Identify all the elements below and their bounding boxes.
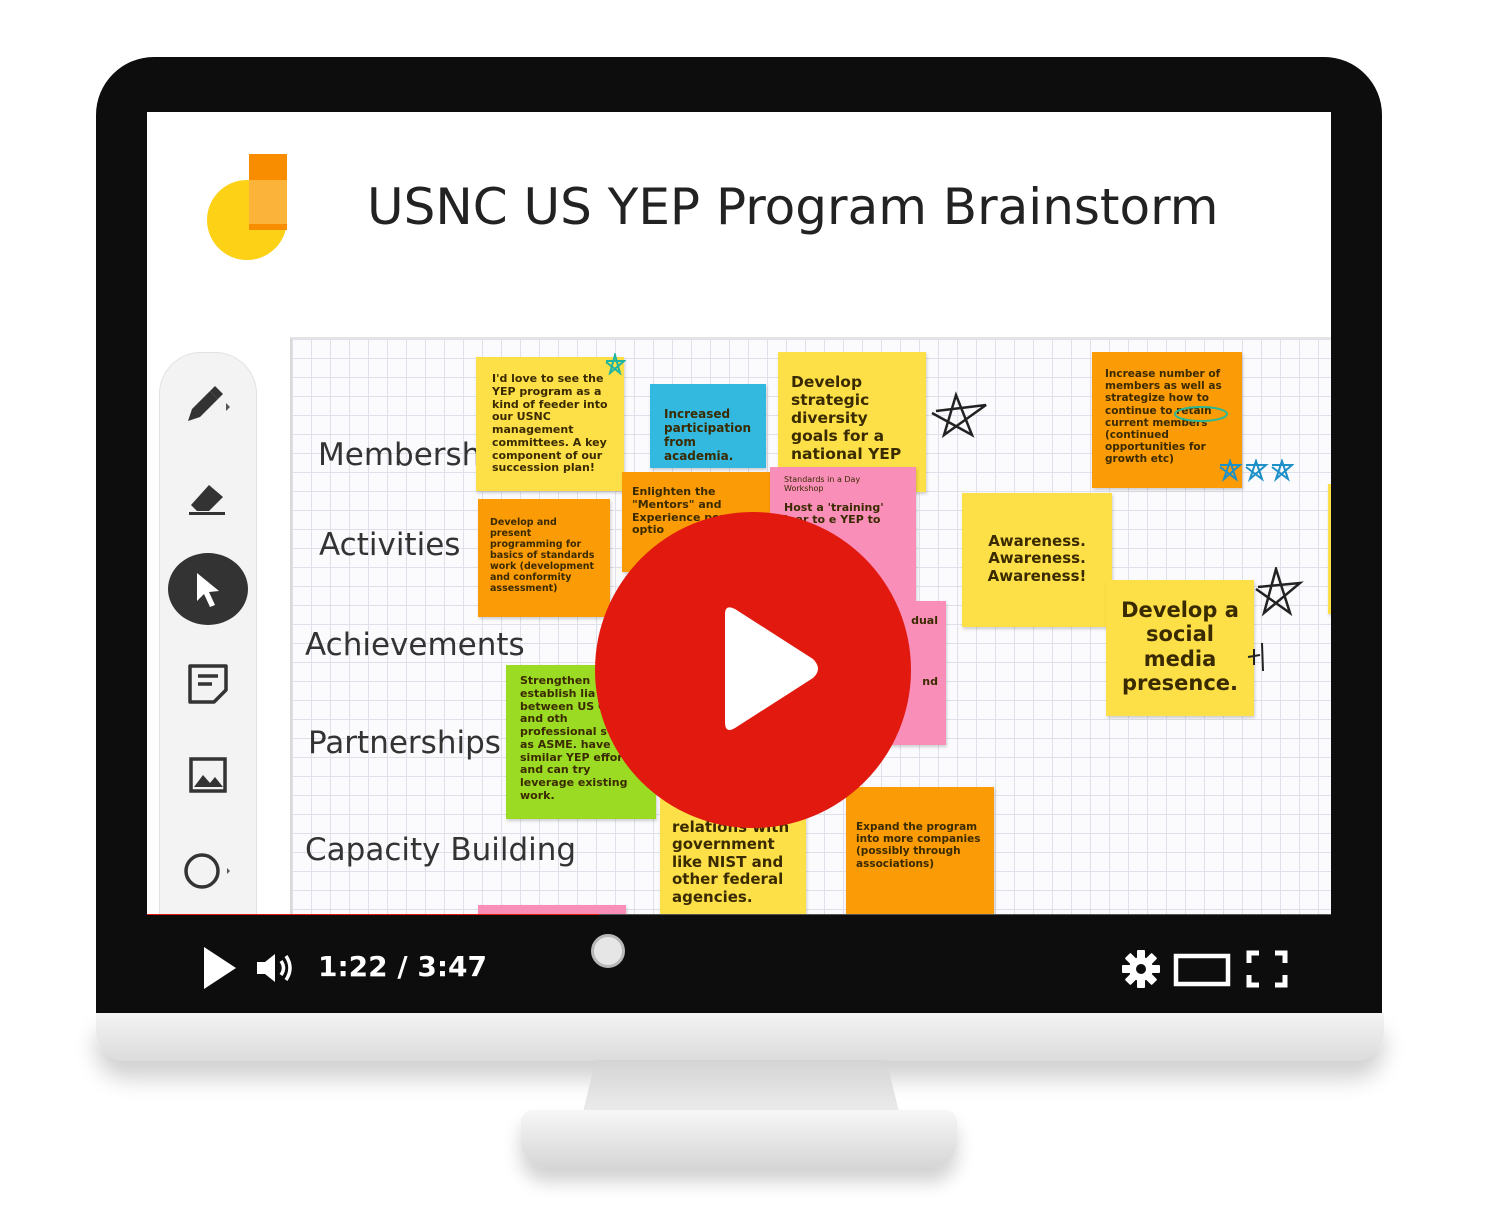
sticky-note-icon xyxy=(188,664,228,704)
monitor-stand-neck xyxy=(583,1060,899,1112)
fullscreen-button[interactable] xyxy=(1242,946,1292,992)
sticky-note[interactable] xyxy=(1328,484,1331,614)
eraser-icon xyxy=(189,485,225,515)
play-icon xyxy=(725,607,818,730)
row-label-activities: Activities xyxy=(319,527,461,563)
progress-played xyxy=(147,914,600,915)
cursor-icon xyxy=(197,573,219,607)
sticky-note[interactable]: Increased participation from academia. xyxy=(650,384,766,468)
sticky-note[interactable]: Strengthen establish lia between US Com … xyxy=(506,665,656,819)
board-header: USNC US YEP Program Brainstorm xyxy=(147,112,1331,302)
jamboard-logo-icon xyxy=(207,154,287,260)
star-doodle-icon xyxy=(1255,567,1304,617)
video-screen[interactable]: USNC US YEP Program Brainstorm Membersh … xyxy=(147,112,1331,915)
monitor-chin xyxy=(96,1013,1384,1061)
sticky-note[interactable]: Expand the program into more companies (… xyxy=(846,787,994,915)
theater-mode-button[interactable] xyxy=(1172,948,1232,992)
star-doodle-icon xyxy=(1219,459,1294,483)
row-label-partnerships: Partnerships xyxy=(308,725,501,761)
gear-icon xyxy=(1122,950,1160,988)
monitor-stand-base xyxy=(521,1110,957,1168)
shape-tool-button[interactable] xyxy=(182,845,234,897)
select-tool-button[interactable] xyxy=(168,553,248,625)
row-label-capacity-building: Capacity Building xyxy=(305,832,577,868)
page-title: USNC US YEP Program Brainstorm xyxy=(367,178,1219,236)
sticky-note-text: dual xyxy=(911,614,938,627)
progress-scrubber-handle[interactable] xyxy=(591,934,625,968)
whiteboard-canvas[interactable]: Membersh Activities Achievements Partner… xyxy=(290,337,1331,915)
sticky-note[interactable]: Awareness. Awareness. Awareness! xyxy=(962,493,1112,627)
circle-doodle-icon xyxy=(1174,406,1228,422)
progress-track[interactable] xyxy=(147,914,1331,915)
image-tool-button[interactable] xyxy=(182,749,234,801)
big-play-button[interactable] xyxy=(595,512,911,828)
eraser-tool-button[interactable] xyxy=(182,471,234,523)
sticky-note[interactable]: I'd love to see the YEP program as a kin… xyxy=(476,357,624,491)
sticky-note[interactable]: Increase number of members as well as st… xyxy=(1092,352,1242,488)
sticky-note-text: nd xyxy=(922,674,938,688)
row-label-membership: Membersh xyxy=(318,437,482,473)
play-icon xyxy=(204,947,236,989)
fullscreen-icon xyxy=(1246,950,1288,988)
pen-tool-button[interactable] xyxy=(182,379,234,431)
play-button[interactable] xyxy=(194,940,244,996)
sticky-note[interactable] xyxy=(478,905,626,915)
image-icon xyxy=(189,757,227,793)
sticky-note[interactable]: Develop a social media presence. xyxy=(1106,580,1254,716)
circle-icon xyxy=(184,853,230,889)
sticky-note[interactable]: Develop and present programming for basi… xyxy=(478,499,610,617)
theater-mode-icon xyxy=(1173,953,1231,987)
pen-icon xyxy=(188,386,230,421)
row-label-achievements: Achievements xyxy=(305,627,525,663)
volume-button[interactable] xyxy=(252,946,298,990)
sticky-note-caption: Standards in a Day Workshop xyxy=(784,475,861,494)
drawing-toolbar xyxy=(159,352,257,915)
star-doodle-icon xyxy=(605,353,626,375)
settings-button[interactable] xyxy=(1118,946,1164,992)
star-doodle-icon xyxy=(931,391,987,439)
volume-icon xyxy=(257,954,292,982)
sticky-note-tool-button[interactable] xyxy=(182,657,234,709)
plus-one-doodle-icon xyxy=(1247,642,1264,672)
time-display: 1:22 / 3:47 xyxy=(318,950,488,983)
